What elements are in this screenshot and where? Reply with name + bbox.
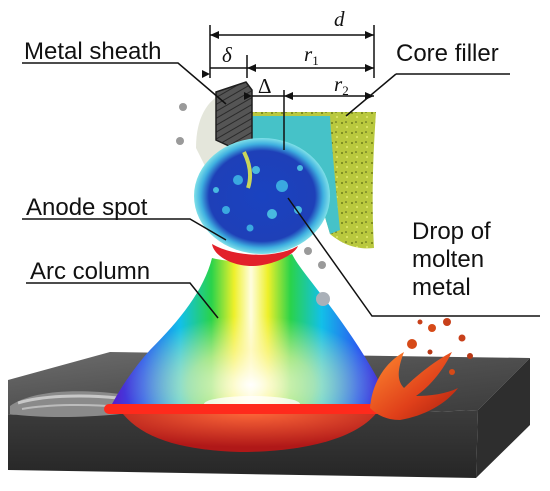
label-core-filler: Core filler: [396, 40, 499, 67]
label-drop-line-3: metal: [412, 274, 471, 301]
arc-base-flash: [104, 404, 396, 414]
symbol-gap-delta: Δ: [258, 74, 272, 98]
label-drop-line-2: molten: [412, 246, 485, 273]
weld-pool: [120, 401, 380, 452]
symbol-r2: r2: [334, 72, 349, 98]
leader-lines: [22, 62, 540, 319]
anode-spot: [212, 244, 298, 266]
dimension-lines: [209, 25, 375, 150]
arc-column: [110, 254, 392, 412]
symbol-d: d: [334, 7, 345, 31]
gas-bubbles: [176, 103, 330, 306]
dimension-arrowheads: [202, 31, 374, 100]
label-metal-sheath: Metal sheath: [24, 38, 162, 65]
label-drop-of-molten-metal: Drop of molten metal: [412, 218, 491, 302]
label-anode-spot: Anode spot: [26, 194, 148, 221]
symbol-r1: r1: [304, 42, 319, 68]
symbol-delta-small: δ: [222, 43, 232, 67]
molten-drop: [194, 138, 330, 254]
label-drop-line-1: Drop of: [412, 218, 491, 245]
label-arc-column: Arc column: [30, 258, 151, 285]
spatter-splash: [370, 318, 473, 420]
